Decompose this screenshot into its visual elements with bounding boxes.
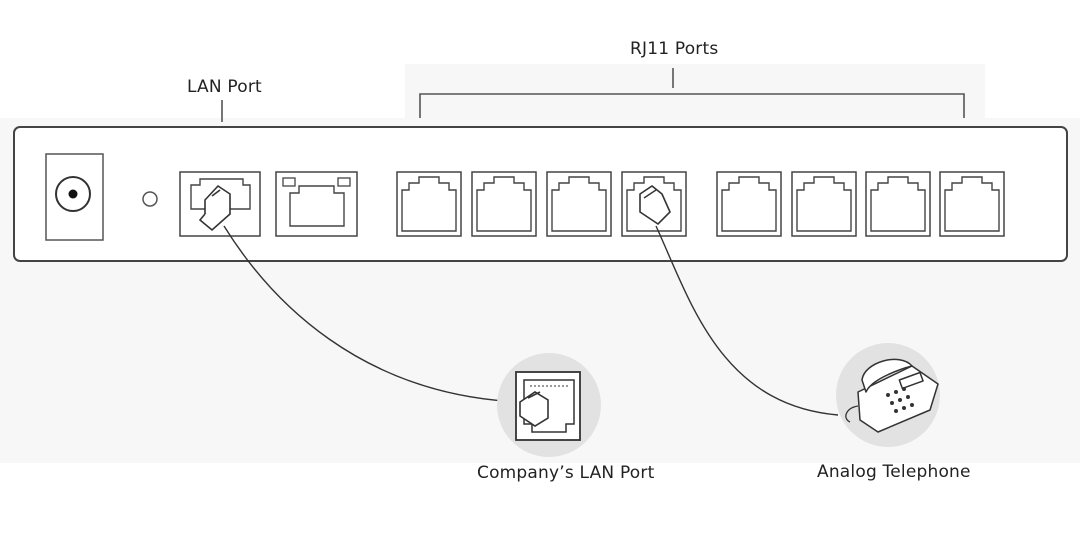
rj11-port-8 [939,171,1005,237]
rj11-port-3 [546,171,612,237]
lan-port [179,171,261,237]
lan-port-label: LAN Port [187,77,262,97]
rj11-port-7 [865,171,931,237]
reset-hole [142,191,158,207]
rj11-ports [396,171,1005,237]
rj11-ports-label: RJ11 Ports [630,39,719,59]
telephone-keypad [886,387,914,413]
wall-ethernet-jack-icon [497,353,601,457]
analog-telephone-label: Analog Telephone [817,462,971,482]
wan-port [275,171,358,237]
desk-telephone-icon [836,343,940,447]
rj11-bracket [419,68,965,118]
rj11-port-5 [716,171,782,237]
lan-plug [198,184,231,232]
phone-cable [655,225,839,416]
rj11-port-6 [791,171,857,237]
rj11-port-2 [471,171,537,237]
rj11-port-1 [396,171,462,237]
power-jack [45,153,104,241]
lan-cable [223,225,521,403]
company-lan-port-label: Company’s LAN Port [477,463,655,483]
rj11-port-4 [621,171,687,237]
